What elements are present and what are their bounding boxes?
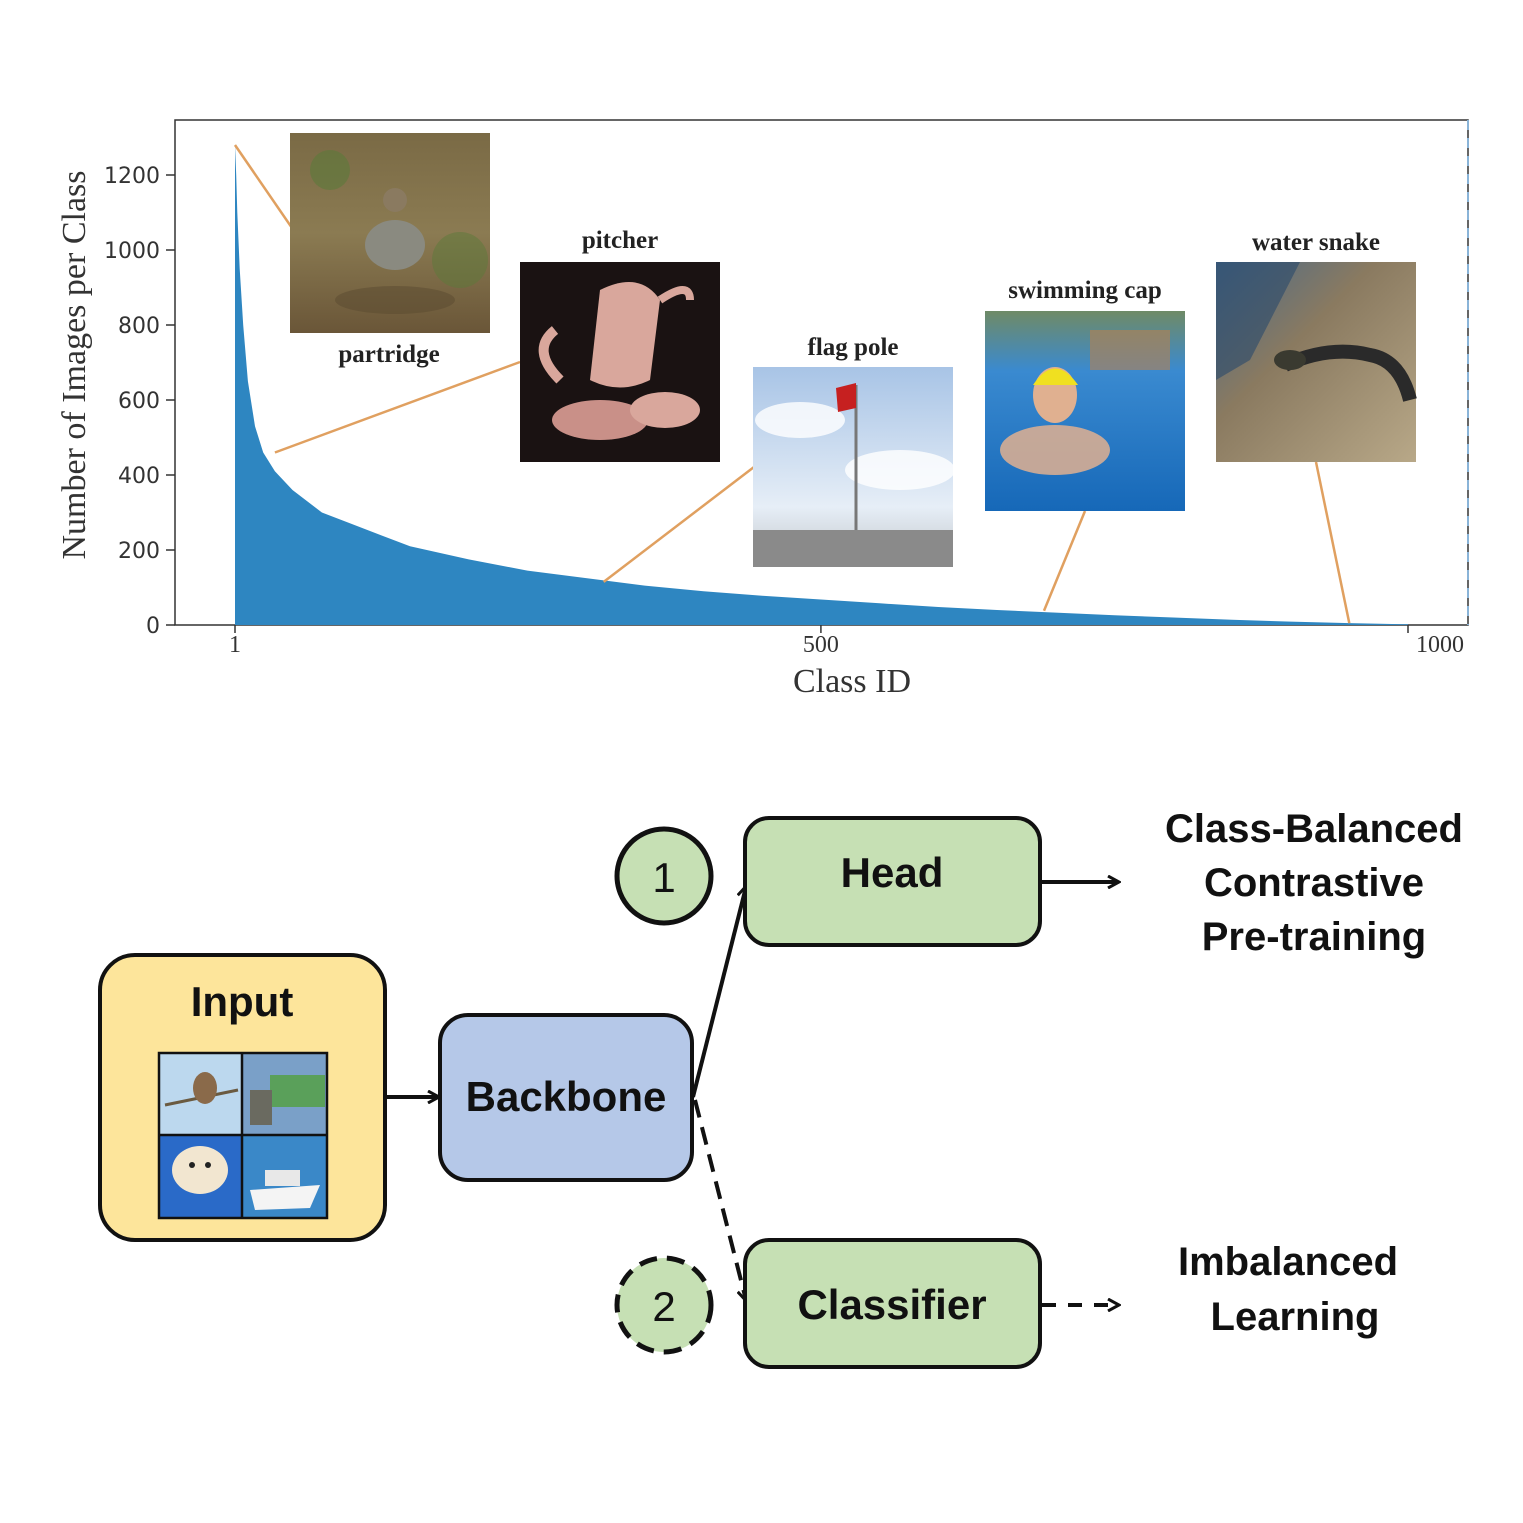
head-label: Head	[841, 849, 944, 896]
label-partridge: partridge	[338, 341, 439, 368]
y-tick-label: 200	[118, 539, 160, 564]
connector-water-snake	[1314, 461, 1351, 624]
backbone-block: Backbone	[438, 1013, 694, 1182]
y-tick-label: 1200	[104, 164, 160, 189]
label-water-snake: water snake	[1252, 229, 1380, 256]
input-block: Input	[98, 953, 387, 1242]
partridge-image	[290, 133, 490, 333]
pitcher-image	[520, 262, 720, 462]
swimming-cap-image	[985, 311, 1185, 511]
x-tick-label: 1000	[1416, 632, 1464, 658]
y-tick-label: 600	[118, 389, 160, 414]
backbone-label: Backbone	[466, 1073, 667, 1120]
y-axis-label: Number of Images per Class	[56, 170, 93, 559]
x-tick-label: 1	[229, 632, 241, 658]
step-1-badge: 1	[614, 826, 714, 926]
connector-partridge	[233, 144, 294, 229]
step-1-label: 1	[652, 854, 675, 901]
x-tick-label: 500	[803, 632, 839, 658]
connector-pitcher	[274, 360, 521, 454]
y-tick-label: 800	[118, 314, 160, 339]
classifier-output-text: Imbalanced Learning	[1178, 1240, 1398, 1339]
input-image-grid	[157, 1051, 329, 1220]
head-output-line-2: Contrastive	[1204, 861, 1424, 905]
label-flag-pole: flag pole	[808, 334, 899, 361]
flag-pole-image	[753, 367, 955, 567]
classifier-output-line-1: Imbalanced	[1178, 1240, 1398, 1284]
y-axis-ticks: 0 200 400 600 800 1000 1200	[104, 164, 175, 639]
classifier-output-line-2: Learning	[1211, 1295, 1380, 1339]
input-label: Input	[191, 978, 294, 1025]
head-block: Head	[743, 816, 1042, 947]
x-axis-label: Class ID	[793, 663, 911, 700]
label-swimming-cap: swimming cap	[1008, 277, 1161, 304]
class-count-area	[235, 145, 1408, 625]
head-output-line-1: Class-Balanced	[1165, 807, 1463, 851]
classifier-label: Classifier	[797, 1281, 986, 1328]
annotation-connectors	[233, 144, 1351, 624]
arrow-backbone-to-head	[691, 887, 746, 1098]
water-snake-image	[1216, 262, 1417, 462]
connector-flag-pole	[602, 466, 755, 583]
y-tick-label: 0	[146, 614, 160, 639]
y-tick-label: 1000	[104, 239, 160, 264]
x-axis-ticks: 1 500 1000	[229, 625, 1464, 658]
head-output-line-3: Pre-training	[1202, 915, 1426, 959]
head-output-text: Class-Balanced Contrastive Pre-training	[1165, 807, 1463, 959]
classifier-block: Classifier	[743, 1238, 1042, 1369]
step-2-badge: 2	[614, 1255, 714, 1355]
label-pitcher: pitcher	[582, 227, 658, 254]
step-2-label: 2	[652, 1283, 675, 1330]
training-diagram: Input Backbone Head	[98, 807, 1463, 1369]
arrow-backbone-to-classifier	[693, 1099, 746, 1300]
y-tick-label: 400	[118, 464, 160, 489]
connector-swimming-cap	[1042, 510, 1087, 612]
